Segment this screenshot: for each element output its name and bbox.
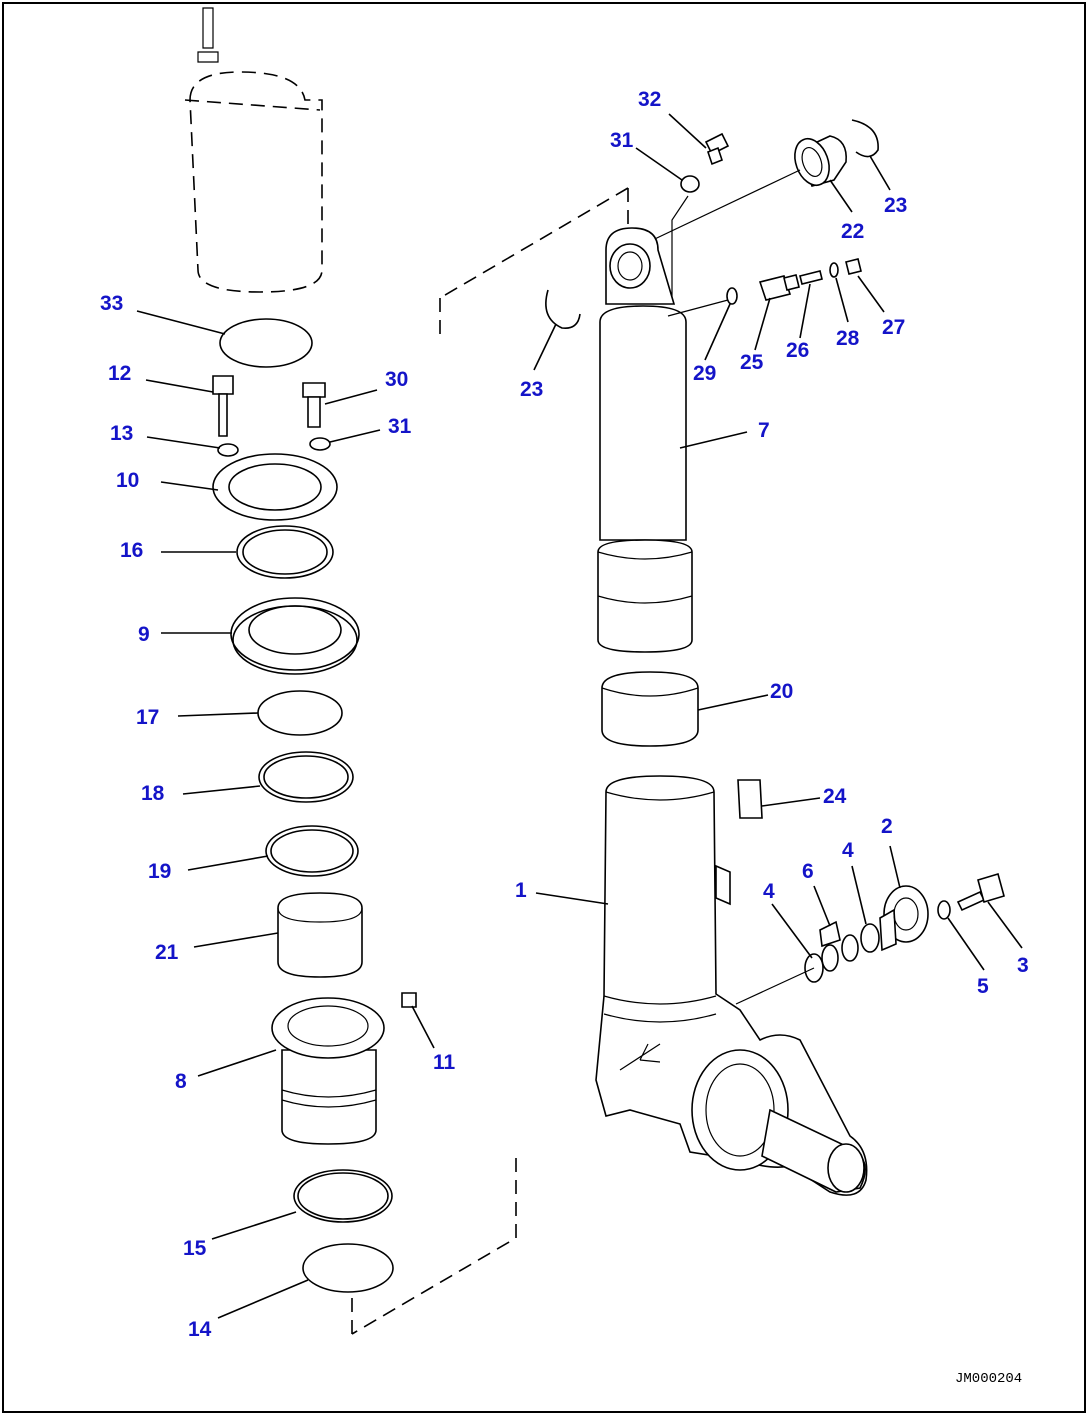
part-11-plug	[401, 992, 417, 1008]
callout-32: 32	[638, 88, 661, 111]
part-30-fitting	[302, 382, 326, 428]
part-18-ring	[258, 751, 354, 803]
callout-33: 33	[100, 292, 123, 315]
callout-18: 18	[141, 782, 165, 805]
part-10-plate	[212, 453, 338, 521]
part-32-fitting	[704, 132, 730, 166]
callout-3: 3	[1017, 954, 1029, 977]
part-14-ring	[302, 1243, 394, 1293]
part-7-cylinder	[597, 227, 693, 653]
callout-17: 17	[136, 706, 159, 729]
callout-27: 27	[882, 316, 905, 339]
callout-20: 20	[770, 680, 793, 703]
part-26-spring	[799, 270, 823, 285]
leader-lines	[136, 113, 1023, 1319]
drawing-code: JM000204	[955, 1371, 1022, 1387]
part-16-ring	[236, 525, 334, 579]
callout-15: 15	[183, 1237, 207, 1260]
part-28-ball	[829, 262, 839, 278]
callout-11: 11	[433, 1051, 456, 1074]
callout-23-left: 23	[520, 378, 543, 401]
callout-22: 22	[841, 220, 864, 243]
callout-9: 9	[138, 623, 150, 646]
part-25-valve	[758, 274, 800, 301]
part-23-snap-ring-left	[545, 289, 581, 330]
hose-line	[671, 195, 689, 300]
callout-8: 8	[175, 1070, 187, 1093]
part-5-washer	[937, 900, 951, 920]
callout-10: 10	[116, 469, 139, 492]
callout-5: 5	[977, 975, 989, 998]
callout-4-lower: 4	[763, 880, 775, 903]
assembly-dash-lines	[351, 187, 629, 1335]
part-19-ring	[265, 825, 359, 877]
part-12-bolt	[212, 375, 234, 437]
part-8-housing	[271, 997, 385, 1145]
part-4-shim-second	[860, 923, 880, 953]
part-20-band	[601, 671, 699, 747]
part-1-body	[595, 775, 868, 1196]
callout-25: 25	[740, 351, 764, 374]
callout-24: 24	[823, 785, 847, 808]
pin-29-line	[667, 299, 729, 317]
shim-axis-line	[735, 967, 815, 1005]
pin-axis-line	[639, 169, 801, 247]
top-bolt-stub	[197, 7, 219, 63]
callout-6: 6	[802, 860, 814, 883]
part-2-cap	[879, 885, 929, 952]
callout-23-right: 23	[884, 194, 907, 217]
callout-14: 14	[188, 1318, 212, 1341]
callout-4-upper: 4	[842, 839, 854, 862]
part-6-seals	[819, 920, 859, 972]
callout-21: 21	[155, 941, 179, 964]
part-21-bushing	[277, 892, 363, 978]
callout-29: 29	[693, 362, 716, 385]
part-27-cap	[845, 258, 862, 275]
callout-19: 19	[148, 860, 171, 883]
callout-2: 2	[881, 815, 893, 838]
part-24-plate	[737, 779, 763, 819]
callout-31-right: 31	[610, 129, 634, 152]
callout-13: 13	[110, 422, 133, 445]
callout-16: 16	[120, 539, 143, 562]
part-33-o-ring	[219, 318, 313, 368]
callout-28: 28	[836, 327, 860, 350]
callout-30: 30	[385, 368, 408, 391]
part-31-nut	[680, 175, 700, 193]
part-13-washer	[217, 443, 239, 457]
part-9-flange	[230, 597, 360, 675]
callout-12: 12	[108, 362, 131, 385]
part-15-ring	[293, 1169, 393, 1223]
dust-boot-phantom	[184, 71, 323, 293]
callout-7: 7	[758, 419, 770, 442]
callout-1: 1	[515, 879, 527, 902]
callout-labels: 33 12 13 10 16 9 17 18 19 21 8 11 15 14 …	[100, 88, 1029, 1341]
part-22-bushing	[794, 135, 847, 187]
part-17-ring	[257, 690, 343, 736]
callout-31-left: 31	[388, 415, 412, 438]
part-3-bolt	[956, 872, 1005, 912]
part-23-snap-ring	[851, 119, 879, 158]
part-31-washer	[309, 437, 331, 451]
part-29-pin	[726, 287, 738, 305]
callout-26: 26	[786, 339, 809, 362]
